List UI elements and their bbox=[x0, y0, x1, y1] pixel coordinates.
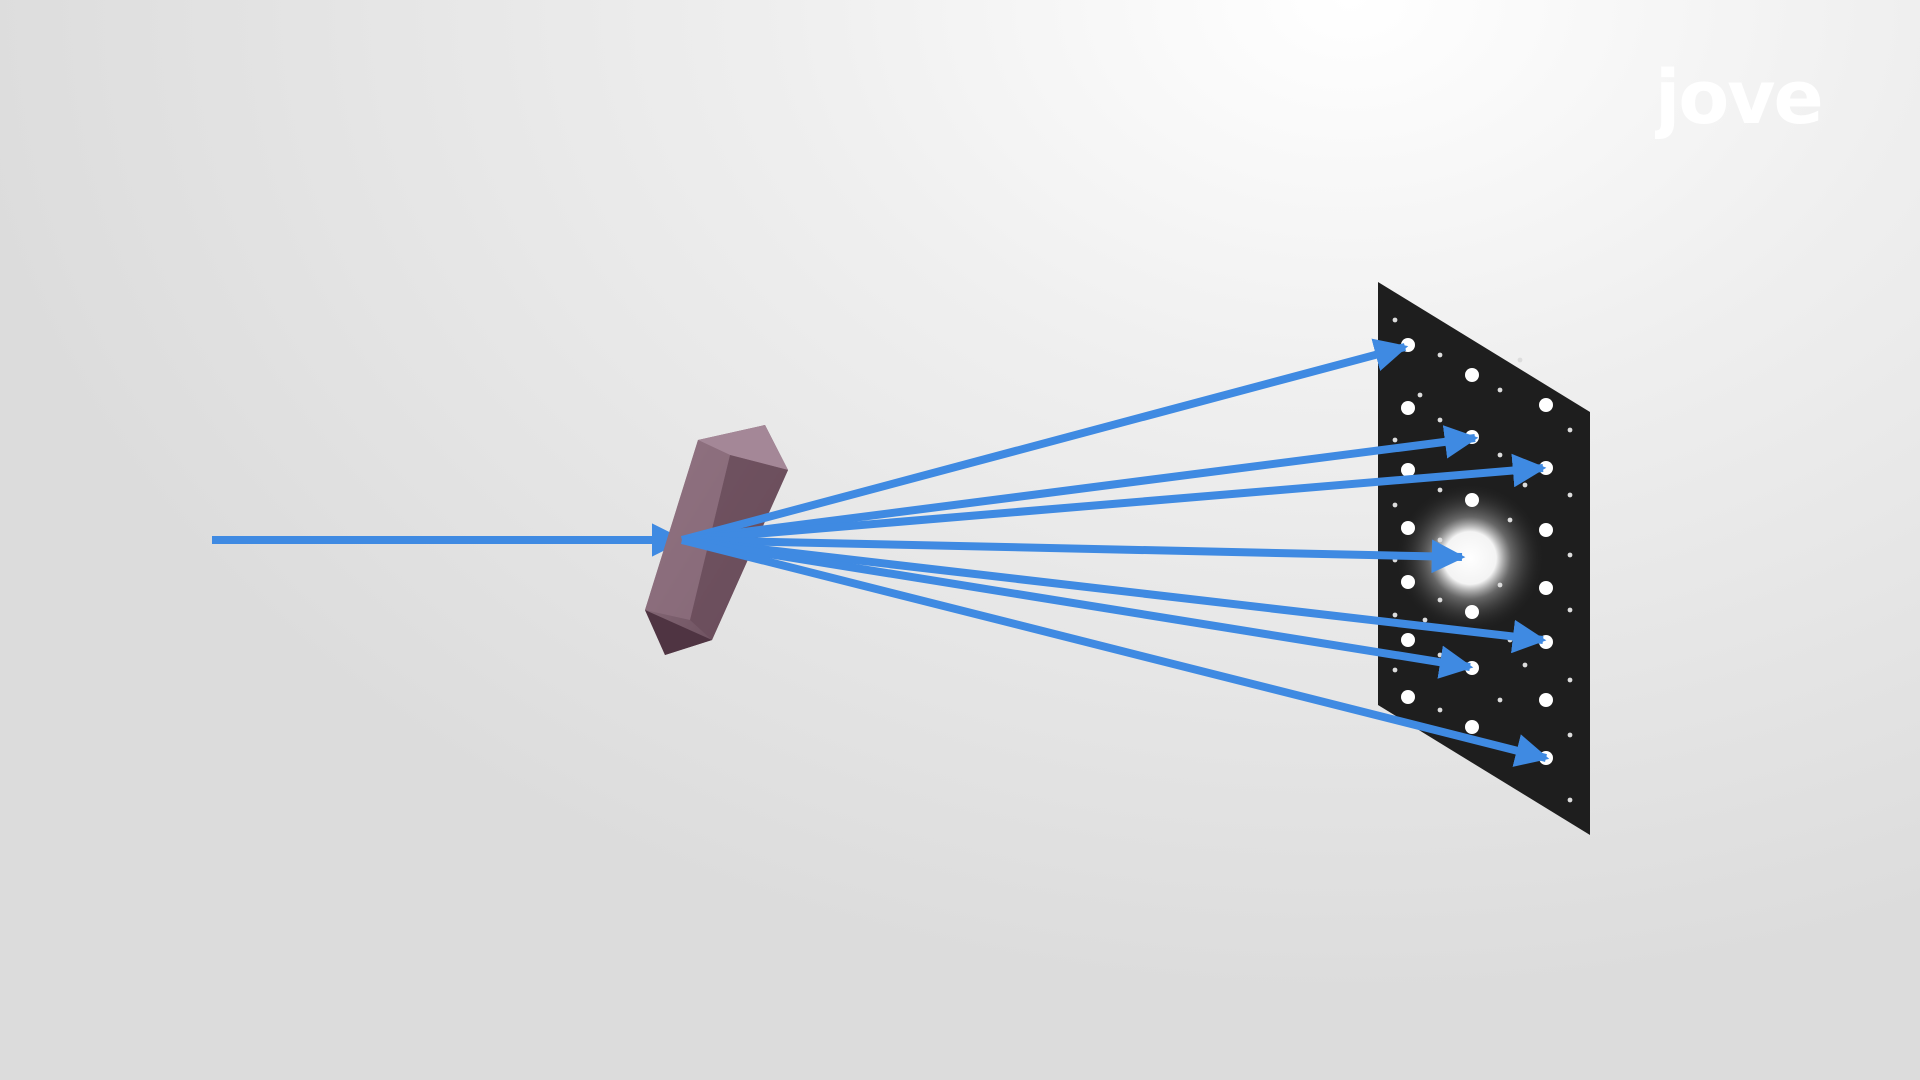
minor-diffraction-spot bbox=[1497, 387, 1503, 393]
minor-diffraction-spot bbox=[1497, 697, 1503, 703]
diffraction-spot bbox=[1401, 401, 1415, 415]
jove-logo: jove bbox=[1655, 55, 1824, 141]
diffraction-spot bbox=[1401, 633, 1415, 647]
diffraction-spot bbox=[1465, 605, 1479, 619]
minor-diffraction-spot bbox=[1567, 797, 1573, 803]
minor-diffraction-spot bbox=[1392, 612, 1398, 618]
diffraction-spot bbox=[1539, 523, 1553, 537]
minor-diffraction-spot bbox=[1392, 317, 1398, 323]
minor-diffraction-spot bbox=[1437, 652, 1443, 658]
diffracted-beam bbox=[680, 338, 1409, 544]
minor-diffraction-spot bbox=[1507, 517, 1513, 523]
minor-diffraction-spot bbox=[1437, 597, 1443, 603]
minor-diffraction-spot bbox=[1422, 617, 1428, 623]
minor-diffraction-spot bbox=[1497, 582, 1503, 588]
diffracted-beam bbox=[681, 536, 1547, 654]
diffraction-spot bbox=[1401, 521, 1415, 535]
minor-diffraction-spot bbox=[1567, 677, 1573, 683]
diffracted-beam bbox=[681, 536, 1474, 679]
diffracted-beams bbox=[680, 338, 1550, 767]
diffraction-spot bbox=[1465, 493, 1479, 507]
diffraction-spot bbox=[1401, 463, 1415, 477]
central-glow bbox=[1395, 483, 1545, 633]
diffraction-spot bbox=[1539, 581, 1553, 595]
minor-diffraction-spot bbox=[1567, 732, 1573, 738]
minor-diffraction-spot bbox=[1437, 352, 1443, 358]
minor-diffraction-spot bbox=[1437, 417, 1443, 423]
minor-diffraction-spot bbox=[1567, 492, 1573, 498]
minor-diffraction-spot bbox=[1522, 482, 1528, 488]
minor-diffraction-spot bbox=[1392, 667, 1398, 673]
minor-diffraction-spot bbox=[1567, 607, 1573, 613]
diffraction-spot bbox=[1465, 368, 1479, 382]
diffraction-spot bbox=[1539, 398, 1553, 412]
minor-diffraction-spot bbox=[1567, 552, 1573, 558]
diffraction-spot bbox=[1465, 720, 1479, 734]
minor-diffraction-spot bbox=[1392, 502, 1398, 508]
logo-text: jove bbox=[1655, 55, 1822, 141]
minor-diffraction-spot bbox=[1517, 357, 1523, 363]
diffracted-beam bbox=[681, 536, 1550, 767]
minor-diffraction-spot bbox=[1497, 452, 1503, 458]
minor-diffraction-spot bbox=[1522, 662, 1528, 668]
diffracted-beam bbox=[681, 536, 1466, 574]
diffraction-spot bbox=[1401, 690, 1415, 704]
minor-diffraction-spot bbox=[1437, 537, 1443, 543]
diffraction-spot bbox=[1401, 575, 1415, 589]
minor-diffraction-spot bbox=[1392, 437, 1398, 443]
diffracted-beam bbox=[681, 453, 1547, 544]
diffracted-beam bbox=[681, 425, 1479, 544]
minor-diffraction-spot bbox=[1567, 427, 1573, 433]
detector-plate bbox=[1378, 282, 1590, 835]
minor-diffraction-spot bbox=[1437, 487, 1443, 493]
diffraction-spot bbox=[1539, 693, 1553, 707]
minor-diffraction-spot bbox=[1437, 707, 1443, 713]
minor-diffraction-spot bbox=[1417, 392, 1423, 398]
